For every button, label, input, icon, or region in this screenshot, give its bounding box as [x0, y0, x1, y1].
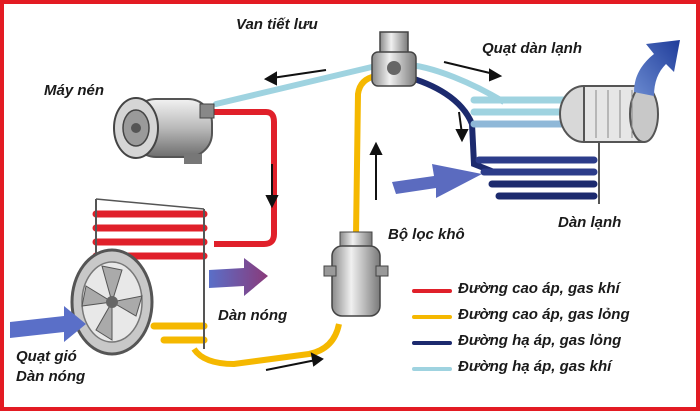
label-expansion-valve: Van tiết lưu — [236, 16, 318, 33]
expansion-valve — [371, 31, 417, 87]
label-receiver-drier: Bộ lọc khô — [388, 226, 465, 243]
legend-swatch — [412, 289, 452, 293]
legend-label: Đường cao áp, gas khí — [458, 280, 620, 297]
label-compressor: Máy nén — [44, 82, 105, 99]
legend-label: Đường hạ áp, gas lỏng — [458, 332, 622, 349]
evaporator-air-in-arrow — [392, 164, 482, 198]
compressor — [113, 97, 215, 164]
cold-air-out-arrow — [634, 40, 680, 96]
label-condenser: Dàn nóng — [218, 307, 288, 324]
legend-item-high-gas: Đường cao áp, gas khí — [412, 280, 682, 302]
label-evaporator-fan: Quạt dàn lạnh — [482, 40, 583, 57]
receiver-drier — [323, 231, 389, 317]
legend-item-high-liquid: Đường cao áp, gas lỏng — [412, 306, 682, 328]
legend-item-low-gas: Đường hạ áp, gas khí — [412, 358, 682, 380]
legend-swatch — [412, 341, 452, 345]
pipe-high-liquid-up — [353, 73, 377, 237]
pipe-high-liquid — [191, 323, 342, 368]
label-condenser-fan-line2: Dàn nóng — [16, 368, 86, 385]
condenser-air-in-arrow — [10, 306, 86, 342]
evaporator-blower — [559, 85, 659, 143]
legend-label: Đường cao áp, gas lỏng — [458, 306, 630, 323]
legend-item-low-liquid: Đường hạ áp, gas lỏng — [412, 332, 682, 354]
label-condenser-fan-line1: Quạt gió — [16, 348, 77, 365]
legend-label: Đường hạ áp, gas khí — [458, 358, 612, 375]
refrigeration-cycle-diagram — [10, 31, 680, 371]
legend-swatch — [412, 315, 452, 319]
flow-arrows — [263, 61, 503, 371]
label-evaporator: Dàn lạnh — [558, 214, 622, 231]
pipe-low-gas — [213, 63, 379, 107]
condenser-fan — [70, 248, 154, 356]
legend-swatch — [412, 367, 452, 371]
pipe-high-gas — [209, 109, 277, 247]
condenser-air-out-arrow — [209, 258, 268, 296]
